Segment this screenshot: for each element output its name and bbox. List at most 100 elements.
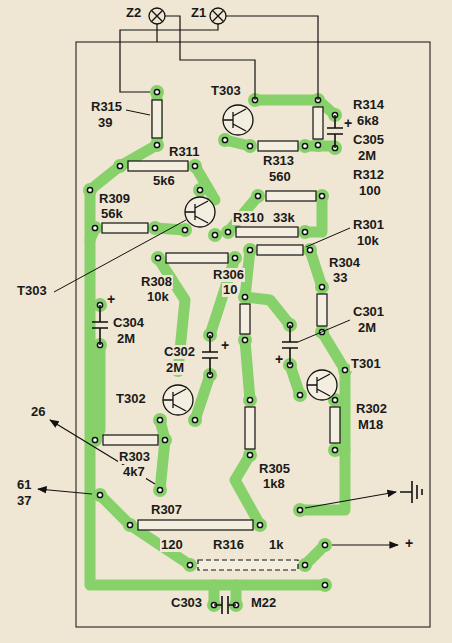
solder-pads bbox=[83, 183, 97, 197]
component-label: R306 bbox=[212, 268, 245, 282]
component-label: C305 bbox=[352, 133, 385, 147]
component-label: 2M bbox=[165, 361, 185, 375]
solder-pads bbox=[298, 558, 312, 572]
solder-pads bbox=[153, 483, 167, 497]
solder-pads bbox=[188, 413, 202, 427]
component-label: R309 bbox=[98, 192, 131, 206]
solder-pads bbox=[243, 448, 257, 462]
solder-pads bbox=[221, 225, 235, 239]
component-label: R301 bbox=[352, 218, 385, 232]
solder-pads bbox=[183, 558, 197, 572]
leader-line bbox=[54, 110, 350, 342]
resistor-symbol bbox=[103, 435, 158, 445]
polarity-mark: + bbox=[343, 116, 353, 130]
pin-number: 61 bbox=[16, 478, 32, 492]
resistor-symbol bbox=[257, 245, 303, 255]
board-outline bbox=[76, 42, 430, 627]
transistor-symbol bbox=[163, 105, 337, 415]
solder-pads bbox=[318, 538, 332, 552]
component-label: R308 bbox=[140, 275, 173, 289]
resistor-symbol bbox=[102, 223, 148, 233]
capacitor-symbol bbox=[92, 115, 343, 614]
component-label: 100 bbox=[358, 184, 382, 198]
leader-line bbox=[306, 228, 350, 247]
connection-arrow bbox=[305, 492, 396, 508]
lamp-wire bbox=[120, 16, 318, 100]
pcb-trace bbox=[245, 297, 290, 325]
polarity-mark: + bbox=[106, 292, 116, 306]
polarity-mark: + bbox=[220, 338, 230, 352]
capacitor-symbol bbox=[92, 305, 108, 345]
resistor-symbol bbox=[152, 100, 162, 138]
leader-line bbox=[298, 320, 350, 342]
component-label: C303 bbox=[170, 596, 203, 610]
component-label: 56k bbox=[100, 207, 124, 221]
transistor-symbol bbox=[223, 105, 253, 135]
resistor-symbol bbox=[317, 294, 327, 326]
pcb-trace bbox=[255, 95, 318, 106]
lamp-wire bbox=[120, 24, 218, 92]
solder-pads bbox=[93, 488, 107, 502]
solder-pads bbox=[148, 221, 162, 235]
solder-pads bbox=[328, 443, 342, 457]
solder-pads bbox=[253, 518, 267, 532]
resistor-symbol bbox=[330, 407, 340, 443]
resistor-symbol bbox=[258, 141, 298, 151]
solder-pads bbox=[153, 413, 167, 427]
connection-arrow bbox=[38, 489, 92, 494]
solder-pads bbox=[150, 85, 164, 99]
component-label: T303 bbox=[210, 84, 242, 98]
connection-arrow bbox=[50, 420, 155, 484]
solder-pads bbox=[218, 133, 232, 147]
component-label: 560 bbox=[268, 170, 292, 184]
pin-number: 37 bbox=[16, 494, 32, 508]
pcb-trace bbox=[130, 525, 190, 565]
resistor-symbol bbox=[240, 304, 250, 334]
capacitor-symbol bbox=[202, 335, 218, 375]
lamp-symbol bbox=[149, 8, 226, 24]
pcb-trace bbox=[95, 345, 100, 440]
solder-pads bbox=[318, 578, 332, 592]
lamp-symbol bbox=[149, 8, 165, 24]
component-label: C304 bbox=[112, 316, 145, 330]
component-label: 2M bbox=[357, 149, 377, 163]
component-label: R305 bbox=[258, 462, 291, 476]
component-label: R313 bbox=[262, 154, 295, 168]
resistor-symbol bbox=[198, 560, 298, 570]
component-label: C302 bbox=[163, 345, 196, 359]
component-label: 10k bbox=[356, 234, 380, 248]
resistor-symbol bbox=[166, 253, 228, 263]
component-label: Z2 bbox=[125, 6, 142, 20]
pcb-trace bbox=[245, 340, 250, 400]
component-label: T302 bbox=[115, 392, 147, 406]
resistor-symbol bbox=[245, 407, 255, 449]
pcb-trace bbox=[90, 190, 325, 585]
solder-pads bbox=[238, 333, 252, 347]
solder-pads bbox=[311, 138, 325, 152]
transistor-symbol bbox=[307, 370, 337, 400]
solder-pads bbox=[158, 433, 172, 447]
resistor-symbol bbox=[128, 161, 188, 171]
component-label: 1k bbox=[268, 538, 284, 552]
pcb-trace bbox=[195, 375, 210, 420]
component-label: 33k bbox=[272, 211, 296, 225]
component-label: T303 bbox=[16, 284, 48, 298]
solder-pads bbox=[298, 139, 312, 153]
capacitor-symbol bbox=[282, 325, 298, 365]
component-label: 4k7 bbox=[122, 465, 146, 479]
solder-pads bbox=[243, 243, 257, 257]
pcb-trace bbox=[235, 455, 260, 525]
resistor-symbol bbox=[266, 191, 316, 201]
ground-symbol bbox=[400, 481, 422, 503]
component-label: 1k8 bbox=[262, 477, 286, 491]
solder-pads bbox=[151, 251, 165, 265]
solder-pads bbox=[293, 388, 307, 402]
component-label: R307 bbox=[150, 503, 183, 517]
lamp-symbol bbox=[210, 8, 226, 24]
component-label: 6k8 bbox=[356, 114, 380, 128]
resistor-symbol bbox=[236, 227, 298, 237]
component-label: 5k6 bbox=[152, 174, 176, 188]
component-label: T301 bbox=[350, 357, 382, 371]
component-label: M18 bbox=[357, 418, 384, 432]
